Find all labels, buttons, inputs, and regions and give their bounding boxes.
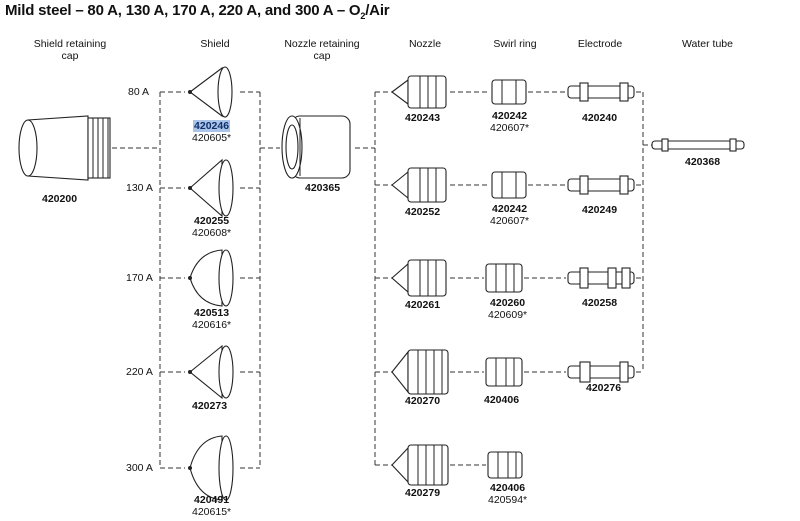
shield-drawing-170a (188, 249, 234, 307)
amp-label-220: 220 A (126, 366, 153, 378)
page-title: Mild steel – 80 A, 130 A, 170 A, 220 A, … (5, 2, 390, 21)
water-tube-drawing (651, 138, 745, 152)
header-nozzle: Nozzle (408, 38, 442, 50)
shield-80a-alt-part: 420605* (192, 132, 232, 144)
header-nozzle-retaining-cap: Nozzle retaining cap (284, 38, 360, 62)
nozzle-part-3: 420261 (405, 299, 441, 311)
electrode-part-2: 420249 (582, 204, 618, 216)
water-tube-part-number: 420368 (685, 156, 721, 168)
shield-drawing-130a (188, 158, 234, 218)
header-shield: Shield (200, 38, 230, 50)
amp-label-300: 300 A (126, 462, 153, 474)
header-swirl-ring: Swirl ring (493, 38, 537, 50)
electrode-drawings (567, 82, 635, 383)
shield-drawing-220a (188, 344, 234, 400)
nozzle-part-2: 420252 (405, 206, 441, 218)
electrode-part-1: 420240 (582, 112, 618, 124)
shield-drawing-300a (188, 435, 234, 501)
amp-label-80: 80 A (128, 86, 150, 98)
nozzle-part-5: 420279 (405, 487, 441, 499)
shield-retaining-cap-drawing (18, 115, 111, 181)
nozzle-part-1: 420243 (405, 112, 441, 124)
amp-label-130: 130 A (126, 182, 153, 194)
shield-cap-part-number: 420200 (42, 193, 78, 205)
selected-part-highlight[interactable]: 420246 (193, 120, 231, 132)
shield-220a-label: 420273 (192, 400, 228, 412)
nozzle-retaining-cap-drawing (281, 115, 351, 179)
shield-80a-label: 420246 420605* (192, 120, 231, 144)
nozzle-cap-part-number: 420365 (305, 182, 341, 194)
shield-drawing-80a (188, 66, 233, 118)
header-electrode: Electrode (577, 38, 623, 50)
electrode-part-4: 420276 (586, 382, 622, 394)
nozzle-part-4: 420270 (405, 395, 441, 407)
swirl-ring-4: 420406 (484, 394, 520, 406)
swirl-ring-drawings (485, 79, 527, 479)
nozzle-drawings (391, 75, 449, 486)
header-shield-retaining-cap: Shield retaining cap (33, 38, 107, 62)
amp-label-170: 170 A (126, 272, 153, 284)
header-water-tube: Water tube (682, 38, 733, 50)
electrode-part-3: 420258 (582, 297, 618, 309)
connector-lines (112, 91, 652, 469)
